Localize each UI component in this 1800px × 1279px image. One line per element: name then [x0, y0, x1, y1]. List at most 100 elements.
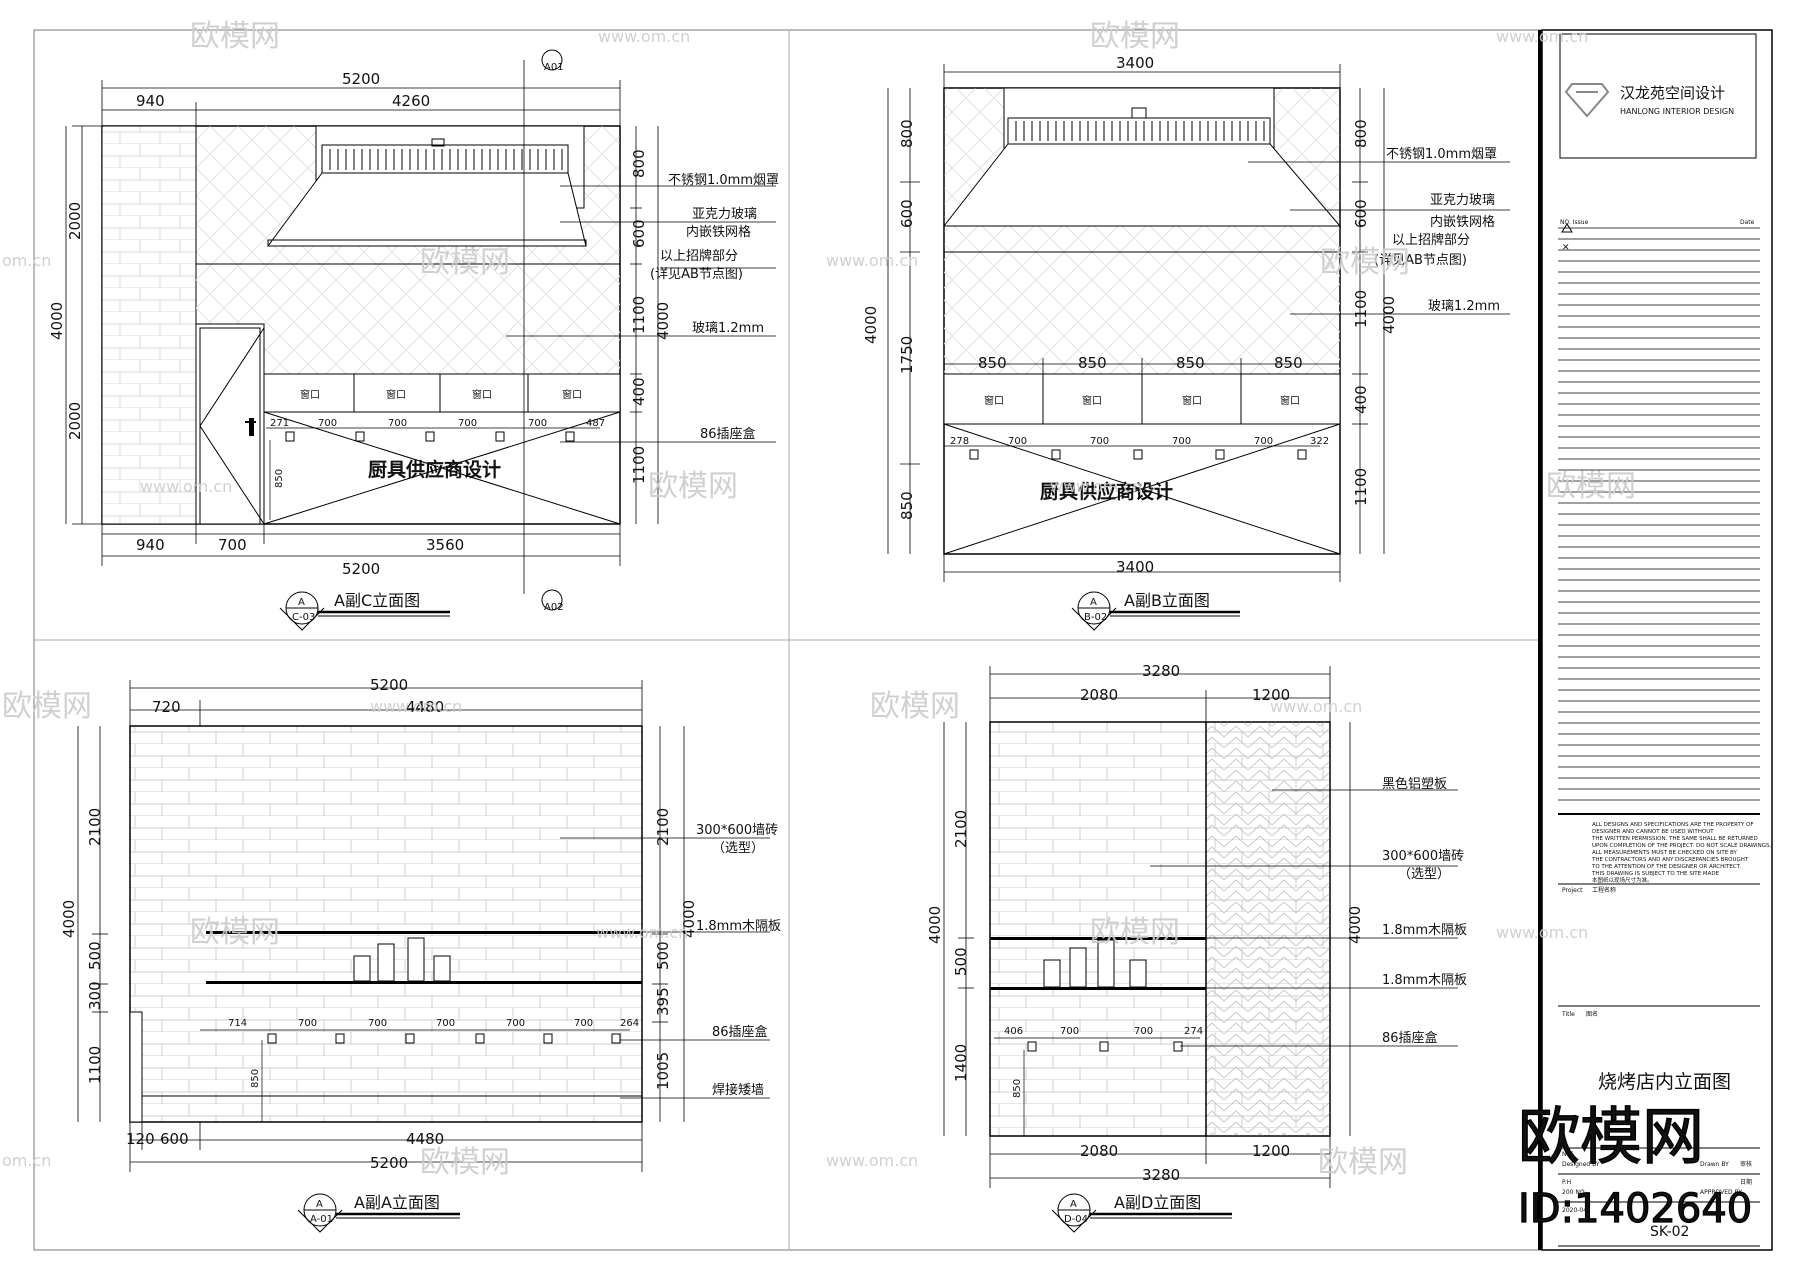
dim-b-total: 5200: [342, 560, 380, 578]
door-height-dim: 850: [274, 469, 285, 488]
dim-t-left: 2080: [1080, 686, 1118, 704]
svg-text:Designed BY: Designed BY: [1562, 1161, 1600, 1168]
note-grid: 内嵌铁网格: [1430, 214, 1495, 230]
socket-dim: 700: [298, 1018, 317, 1029]
watermark-url: www.om.cn: [826, 251, 918, 270]
dim-r-1100a: 1100: [630, 296, 648, 334]
dim-r-800: 800: [630, 149, 648, 178]
socket-dim: 700: [506, 1018, 525, 1029]
socket-dim: 700: [1090, 436, 1109, 447]
window-label: 窗口: [984, 394, 1004, 407]
watermark-brand: 欧模网: [1320, 245, 1410, 280]
watermark-url: www.om.cn: [1270, 697, 1362, 716]
dim-left: 940: [136, 92, 165, 110]
dim-l-2100: 2100: [952, 810, 970, 848]
dim-col: 850: [1078, 354, 1107, 372]
note-shelf-1: 1.8mm木隔板: [1382, 923, 1467, 938]
svg-text:A: A: [298, 597, 305, 608]
dim-right: 4260: [392, 92, 430, 110]
view-title-text: A副D立面图: [1114, 1193, 1201, 1212]
dim-l-1100: 1100: [86, 1046, 104, 1084]
dim-r-400: 400: [1352, 385, 1370, 414]
title-value: 图名: [1586, 1010, 1598, 1018]
watermark-domain: om.cn: [2, 251, 51, 270]
note-tile-select: （选型）: [712, 841, 764, 856]
socket-dim: 700: [1134, 1026, 1153, 1037]
svg-text:C-03: C-03: [292, 612, 315, 623]
socket-dim: 700: [388, 418, 407, 429]
note-grid: 内嵌铁网格: [686, 224, 751, 240]
dim-b-left: 940: [136, 536, 165, 554]
dim-r-4000: 4000: [654, 302, 672, 340]
watermark-url: www.om.cn: [598, 27, 690, 46]
note-signage: 以上招牌部分: [660, 248, 738, 264]
view-title-text: A副A立面图: [354, 1193, 440, 1212]
note-hood: 不锈钢1.0mm烟罩: [668, 173, 779, 188]
dim-r-800: 800: [1352, 119, 1370, 148]
dim-top: 5200: [370, 676, 408, 694]
socket-dim: 271: [270, 418, 289, 429]
dim-l-800: 800: [898, 119, 916, 148]
view-title-text: A副C立面图: [334, 591, 420, 610]
watermark-url: www.om.cn: [1050, 477, 1142, 496]
svg-text:D-04: D-04: [1064, 1214, 1088, 1225]
socket-dim: 700: [528, 418, 547, 429]
dim-l-300: 300: [86, 981, 104, 1010]
socket-dim: 700: [1060, 1026, 1079, 1037]
elevation-b: 窗口 窗口 窗口 窗口 厨具供应商设计 278 700 700 700 700 …: [862, 54, 1510, 631]
watermark-url: www.om.cn: [140, 477, 232, 496]
watermark-layer: 欧模网 www.om.cn 欧模网 www.om.cn om.cn 欧模网 ww…: [2, 19, 1636, 1180]
dim-l-total: 4000: [926, 906, 944, 944]
dim-b-mid: 700: [218, 536, 247, 554]
socket-dim: 700: [1008, 436, 1027, 447]
svg-text:ALL DESIGNS AND SPECIFICATIONS: ALL DESIGNS AND SPECIFICATIONS ARE THE P…: [1592, 822, 1753, 828]
watermark-brand: 欧模网: [2, 689, 92, 724]
watermark-brand: 欧模网: [870, 689, 960, 724]
svg-text:本图纸以现场尺寸为准。: 本图纸以现场尺寸为准。: [1592, 876, 1653, 884]
dim-col: 850: [1176, 354, 1205, 372]
note-hood: 不锈钢1.0mm烟罩: [1386, 147, 1497, 162]
watermark-url: www.om.cn: [370, 697, 462, 716]
svg-text:NTS: NTS: [1562, 1151, 1574, 1158]
view-title-a: A A-01 A副A立面图: [297, 1193, 460, 1233]
dim-r-4000: 4000: [1380, 296, 1398, 334]
elevation-a: 714 700 700 700 700 700 264 850 5200 720…: [60, 676, 781, 1233]
note-acrylic: 亚克力玻璃: [692, 207, 757, 222]
watermark-brand: 欧模网: [1090, 915, 1180, 950]
dim-t-right: 4480: [406, 698, 444, 716]
note-acrylic: 亚克力玻璃: [1430, 193, 1495, 208]
note-detail: (详见AB节点图): [650, 267, 743, 282]
revision-date-label: Date: [1740, 219, 1755, 226]
svg-text:UPON COMPLETION OF THE PROJECT: UPON COMPLETION OF THE PROJECT. DO NOT S…: [1592, 843, 1772, 849]
note-socket: 86插座盒: [700, 426, 756, 442]
dim-l-4000: 4000: [862, 306, 880, 344]
svg-text:A: A: [1090, 597, 1097, 608]
window-label: 窗口: [1182, 394, 1202, 407]
socket-height-dim: 850: [250, 1069, 261, 1088]
dim-b-right: 1200: [1252, 1142, 1290, 1160]
watermark-url: www.om.cn: [596, 923, 688, 942]
svg-text:THE CONTRACTORS AND ANY DISCRE: THE CONTRACTORS AND ANY DISCREPANCIES BR…: [1591, 857, 1749, 863]
dim-b-left: 2080: [1080, 1142, 1118, 1160]
note-tile: 300*600墙砖: [696, 823, 778, 838]
project-value: 工程名称: [1592, 886, 1616, 894]
dim-r-600: 600: [1352, 199, 1370, 228]
socket-dim: 700: [436, 1018, 455, 1029]
socket-dim: 700: [1172, 436, 1191, 447]
dim-r-500: 500: [654, 941, 672, 970]
svg-text:A: A: [1070, 1199, 1077, 1210]
dim-left-bottom: 2000: [66, 402, 84, 440]
company-logo: 汉龙苑空间设计 HANLONG INTERIOR DESIGN: [1564, 83, 1734, 118]
dim-bottom: 3400: [1116, 558, 1154, 576]
note-shelf: 1.8mm木隔板: [696, 919, 781, 934]
dim-b-total: 3280: [1142, 1166, 1180, 1184]
note-tile-select: （选型）: [1398, 867, 1450, 882]
svg-text:THIS DRAWING IS SUBJECT TO THE: THIS DRAWING IS SUBJECT TO THE SITE MADE: [1591, 871, 1720, 877]
svg-text:2020-04: 2020-04: [1562, 1207, 1587, 1214]
dim-r-395: 395: [654, 987, 672, 1016]
svg-text:APPROVED BY: APPROVED BY: [1700, 1189, 1742, 1196]
window-label: 窗口: [472, 388, 492, 401]
dim-l-500: 500: [86, 941, 104, 970]
title-block: 汉龙苑空间设计 HANLONG INTERIOR DESIGN NO. Issu…: [1538, 29, 1773, 1251]
svg-text:日期: 日期: [1740, 1178, 1752, 1186]
